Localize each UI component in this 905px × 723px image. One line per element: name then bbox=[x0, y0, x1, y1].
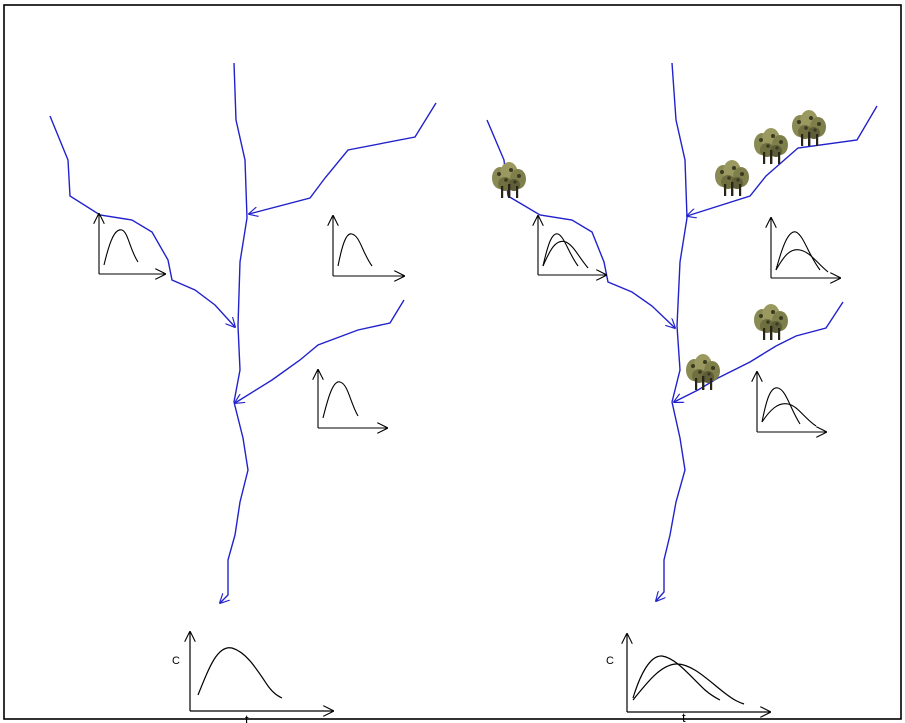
right-hydrograph-outlet bbox=[627, 634, 770, 712]
hydrograph-curve bbox=[322, 381, 359, 419]
left-x-axis-label: t bbox=[245, 712, 249, 723]
tree-cluster-icon bbox=[715, 160, 749, 196]
tree-cluster-icon bbox=[792, 110, 826, 146]
right-tributary-left bbox=[486, 119, 675, 328]
right-x-axis-label: t bbox=[682, 710, 686, 723]
right-hydrograph-left bbox=[538, 216, 606, 275]
left-hydrograph-upper-right bbox=[333, 216, 404, 276]
right-y-axis-label: C bbox=[606, 655, 614, 667]
tree-cluster-icon bbox=[754, 128, 788, 164]
right-hydrograph-upper-right bbox=[771, 218, 840, 278]
hydrograph-curve bbox=[761, 403, 817, 427]
hydrograph-curve bbox=[775, 231, 821, 271]
right-tributary-middle-right bbox=[674, 301, 844, 402]
left-hydrograph-middle-right bbox=[318, 370, 387, 428]
left-watershed bbox=[49, 62, 437, 603]
hydrograph-curve bbox=[542, 233, 579, 267]
hydrograph-curve bbox=[632, 655, 721, 701]
hydrograph-curve bbox=[103, 229, 139, 266]
hydrograph-curve bbox=[197, 647, 283, 699]
tree-cluster-icon bbox=[754, 304, 788, 340]
hydrograph-curve bbox=[337, 233, 373, 267]
right-hydrograph-middle-right bbox=[757, 372, 826, 432]
right-tributary-upper-right bbox=[687, 105, 878, 216]
left-hydrograph-left bbox=[99, 214, 165, 274]
diagram-border bbox=[3, 4, 902, 720]
hydrograph-curve bbox=[542, 240, 589, 269]
tree-cluster-icon bbox=[492, 162, 526, 198]
right-watershed bbox=[486, 62, 878, 601]
hydrograph-curve bbox=[775, 249, 829, 273]
right-main-channel bbox=[656, 62, 688, 601]
left-hydrograph-outlet bbox=[190, 632, 333, 711]
tree-cluster-icon bbox=[686, 354, 720, 390]
hydrograph-curve bbox=[761, 387, 801, 425]
left-tributary-left bbox=[49, 115, 235, 327]
hydrograph-curve bbox=[632, 663, 745, 705]
left-main-channel bbox=[220, 62, 249, 603]
left-tributary-middle-right bbox=[235, 299, 405, 403]
left-y-axis-label: C bbox=[172, 655, 180, 667]
left-tributary-upper-right bbox=[249, 102, 437, 214]
